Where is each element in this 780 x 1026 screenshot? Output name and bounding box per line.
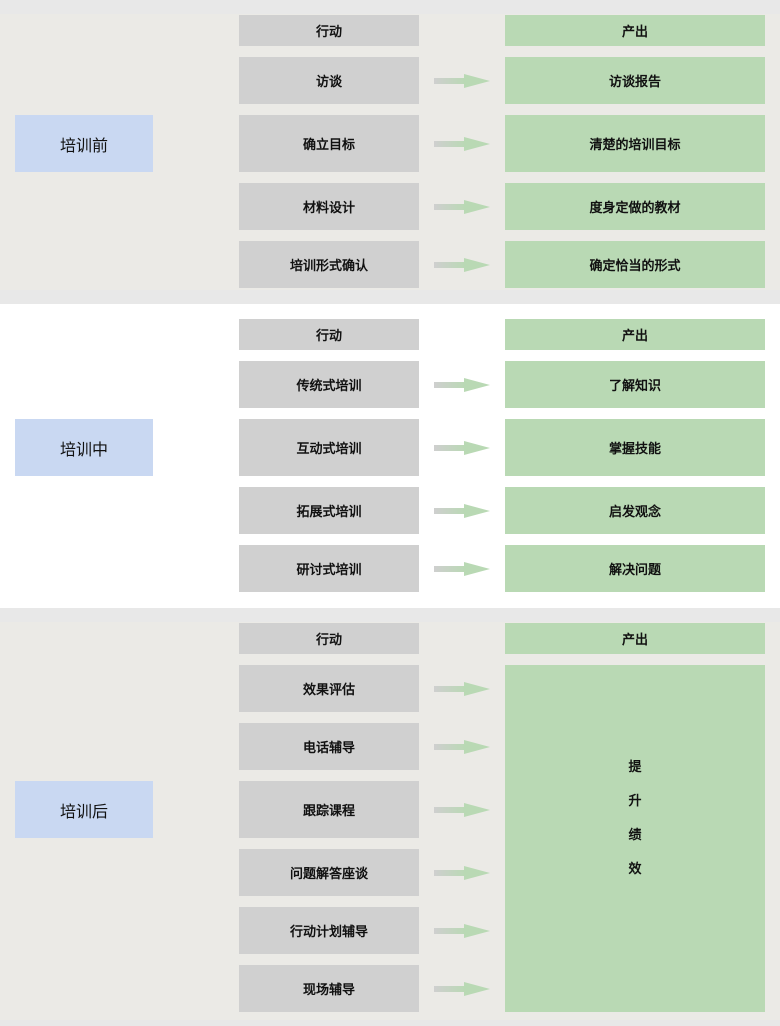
action-header: 行动	[239, 623, 419, 654]
arrow-icon	[434, 257, 490, 272]
action-header: 行动	[239, 15, 419, 46]
action-header: 行动	[239, 319, 419, 350]
arrow-icon	[434, 199, 490, 214]
arrow-icon	[434, 377, 490, 392]
arrow-icon	[434, 503, 490, 518]
action-box: 培训形式确认	[239, 241, 419, 288]
output-box: 确定恰当的形式	[505, 241, 765, 288]
arrow-icon	[434, 739, 490, 754]
arrow-icon	[434, 136, 490, 151]
phase-label: 培训后	[15, 781, 153, 838]
action-box: 互动式培训	[239, 419, 419, 476]
phase-label: 培训前	[15, 115, 153, 172]
output-box: 度身定做的教材	[505, 183, 765, 230]
output-box: 了解知识	[505, 361, 765, 408]
action-box: 效果评估	[239, 665, 419, 712]
action-box: 材料设计	[239, 183, 419, 230]
output-header: 产出	[505, 15, 765, 46]
arrow-icon	[434, 681, 490, 696]
action-box: 电话辅导	[239, 723, 419, 770]
action-box: 跟踪课程	[239, 781, 419, 838]
output-header: 产出	[505, 319, 765, 350]
arrow-icon	[434, 923, 490, 938]
action-box: 问题解答座谈	[239, 849, 419, 896]
action-box: 传统式培训	[239, 361, 419, 408]
output-box: 启发观念	[505, 487, 765, 534]
arrow-icon	[434, 561, 490, 576]
action-box: 确立目标	[239, 115, 419, 172]
output-box: 掌握技能	[505, 419, 765, 476]
arrow-icon	[434, 981, 490, 996]
merged-output-box: 提 升 绩 效	[505, 665, 765, 1012]
output-box: 解决问题	[505, 545, 765, 592]
action-box: 行动计划辅导	[239, 907, 419, 954]
arrow-icon	[434, 440, 490, 455]
output-box: 访谈报告	[505, 57, 765, 104]
phase-label: 培训中	[15, 419, 153, 476]
action-box: 研讨式培训	[239, 545, 419, 592]
output-header: 产出	[505, 623, 765, 654]
arrow-icon	[434, 73, 490, 88]
action-box: 现场辅导	[239, 965, 419, 1012]
arrow-icon	[434, 865, 490, 880]
action-box: 访谈	[239, 57, 419, 104]
output-box: 清楚的培训目标	[505, 115, 765, 172]
action-box: 拓展式培训	[239, 487, 419, 534]
arrow-icon	[434, 802, 490, 817]
